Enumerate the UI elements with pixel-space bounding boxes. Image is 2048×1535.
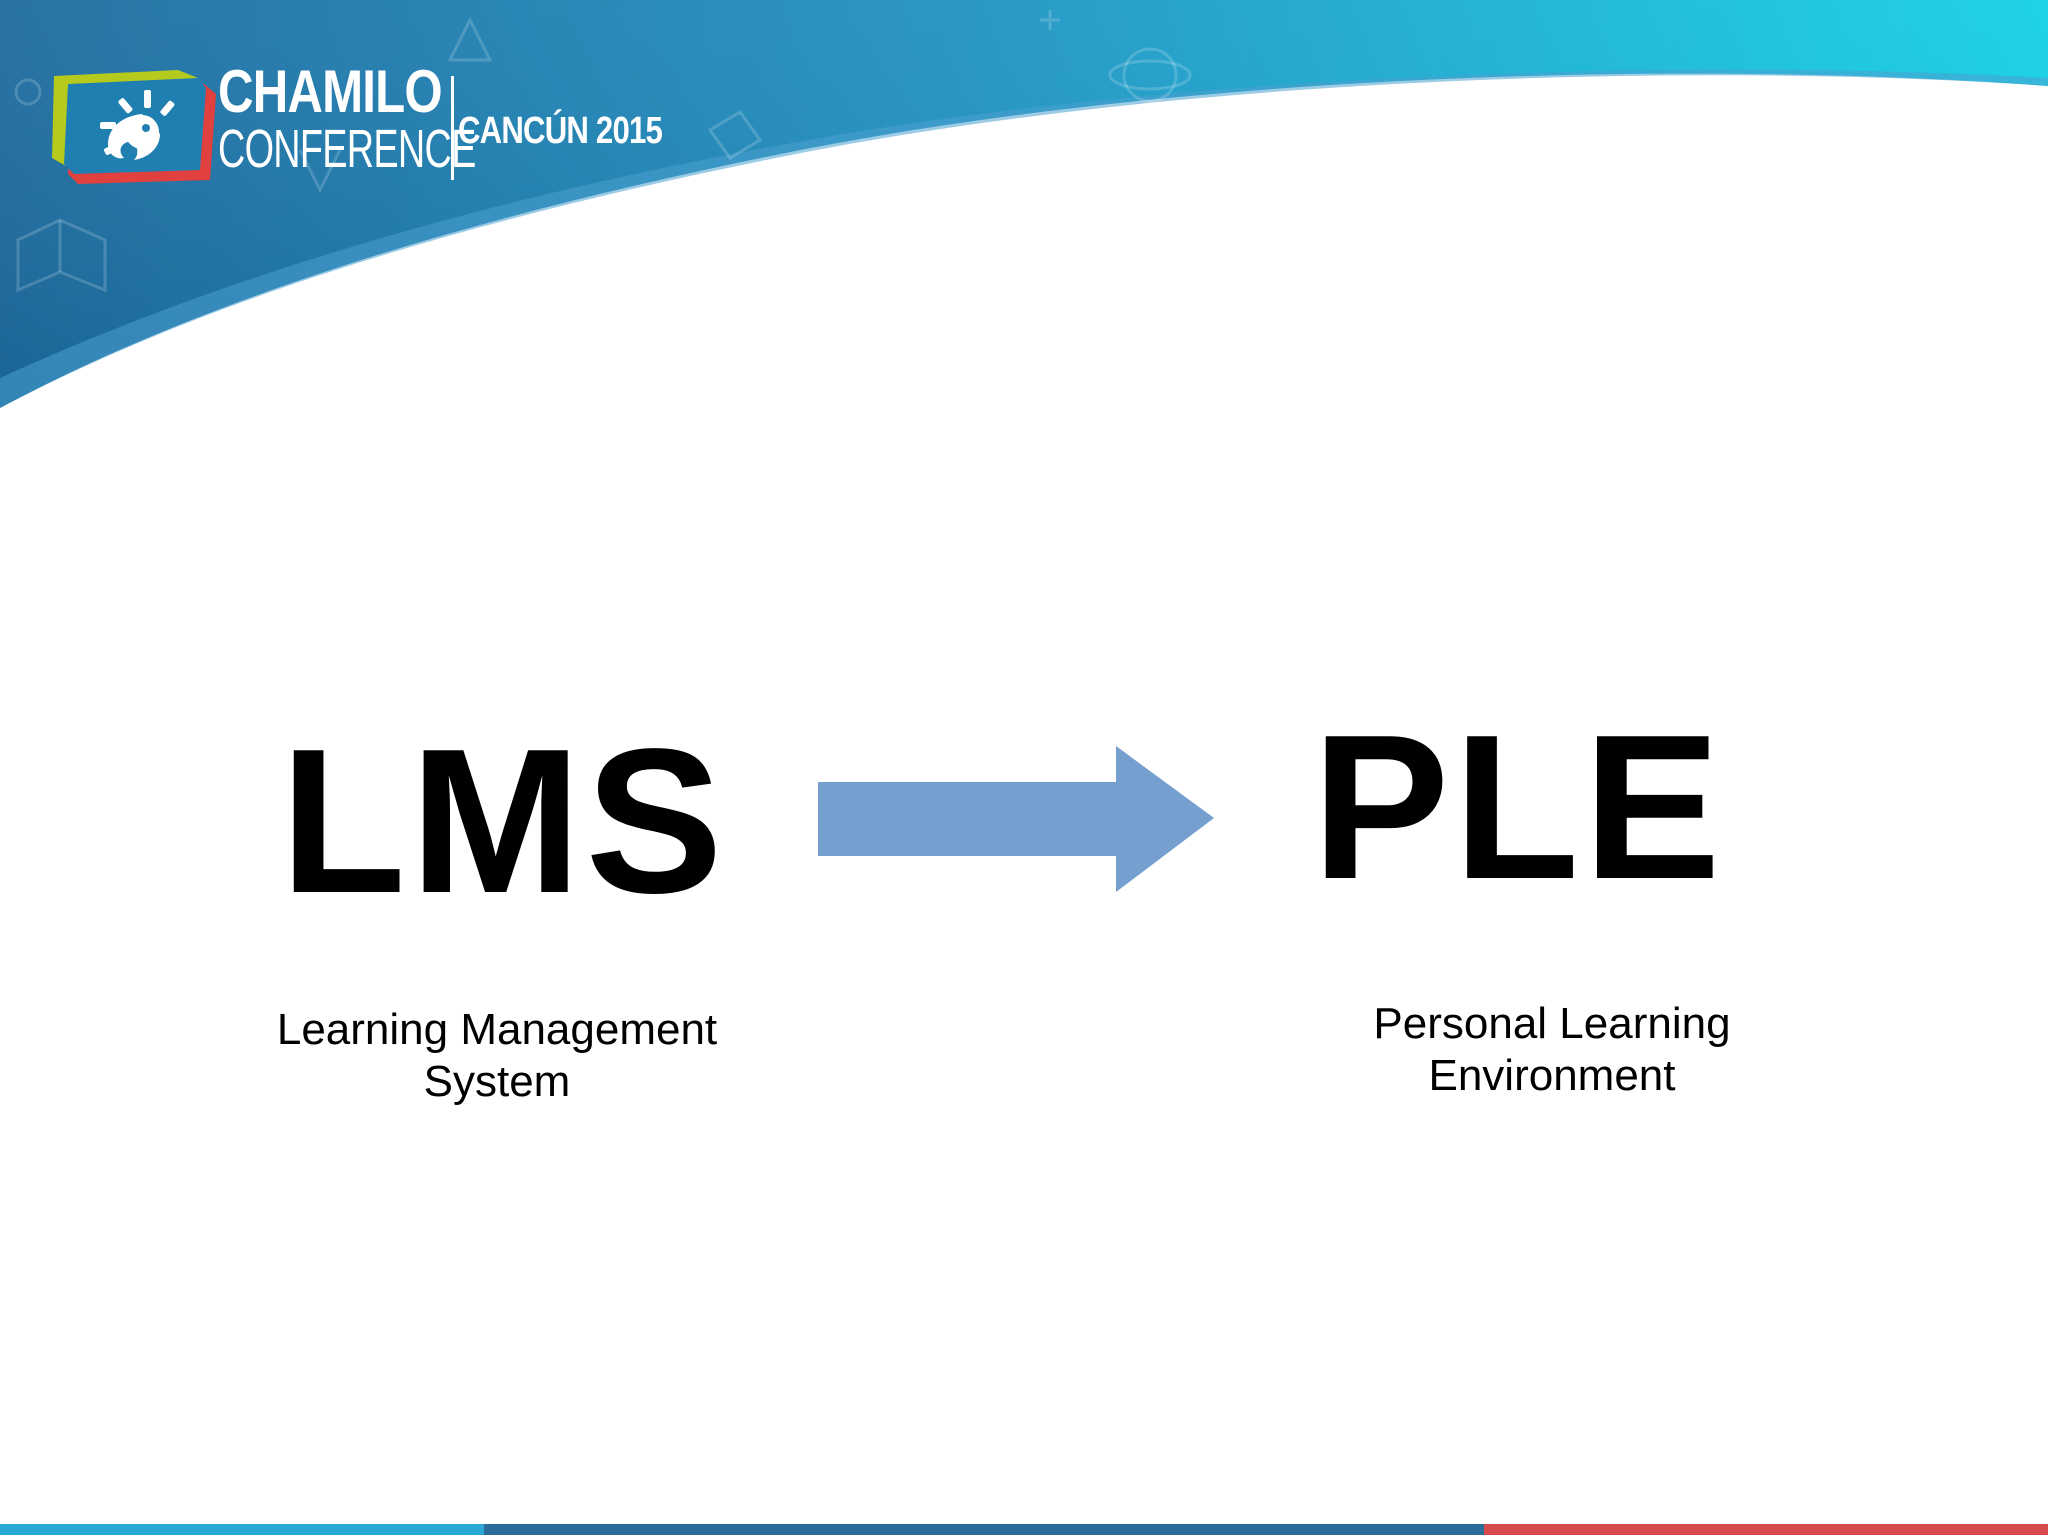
chameleon-logo-icon (52, 70, 216, 184)
conference-logo: CHAMILO CONFERENCE CANCÚN 2015 (48, 62, 668, 192)
footer-segment-red (1484, 1524, 2048, 1535)
logo-divider (451, 76, 454, 180)
logo-subtitle: CONFERENCE (218, 119, 476, 179)
lms-caption-line1: Learning Management (276, 1005, 718, 1054)
header-banner (0, 0, 2048, 409)
footer-segment-light-blue (0, 1524, 484, 1535)
ple-caption-line2: Environment (1428, 1051, 1676, 1100)
ple-caption: Personal Learning Environment (1252, 998, 1852, 1102)
footer-color-strip (0, 1524, 2048, 1535)
ple-heading: PLE (1312, 692, 1725, 922)
ple-caption-line1: Personal Learning (1373, 999, 1731, 1048)
right-arrow-icon (818, 746, 1214, 892)
lms-caption-line2: System (423, 1057, 571, 1106)
logo-event-label: CANCÚN 2015 (458, 110, 663, 152)
lms-heading: LMS (280, 706, 727, 936)
logo-title: CHAMILO (218, 58, 443, 125)
footer-segment-dark-blue (484, 1524, 1484, 1535)
lms-caption: Learning Management System (197, 1004, 797, 1108)
